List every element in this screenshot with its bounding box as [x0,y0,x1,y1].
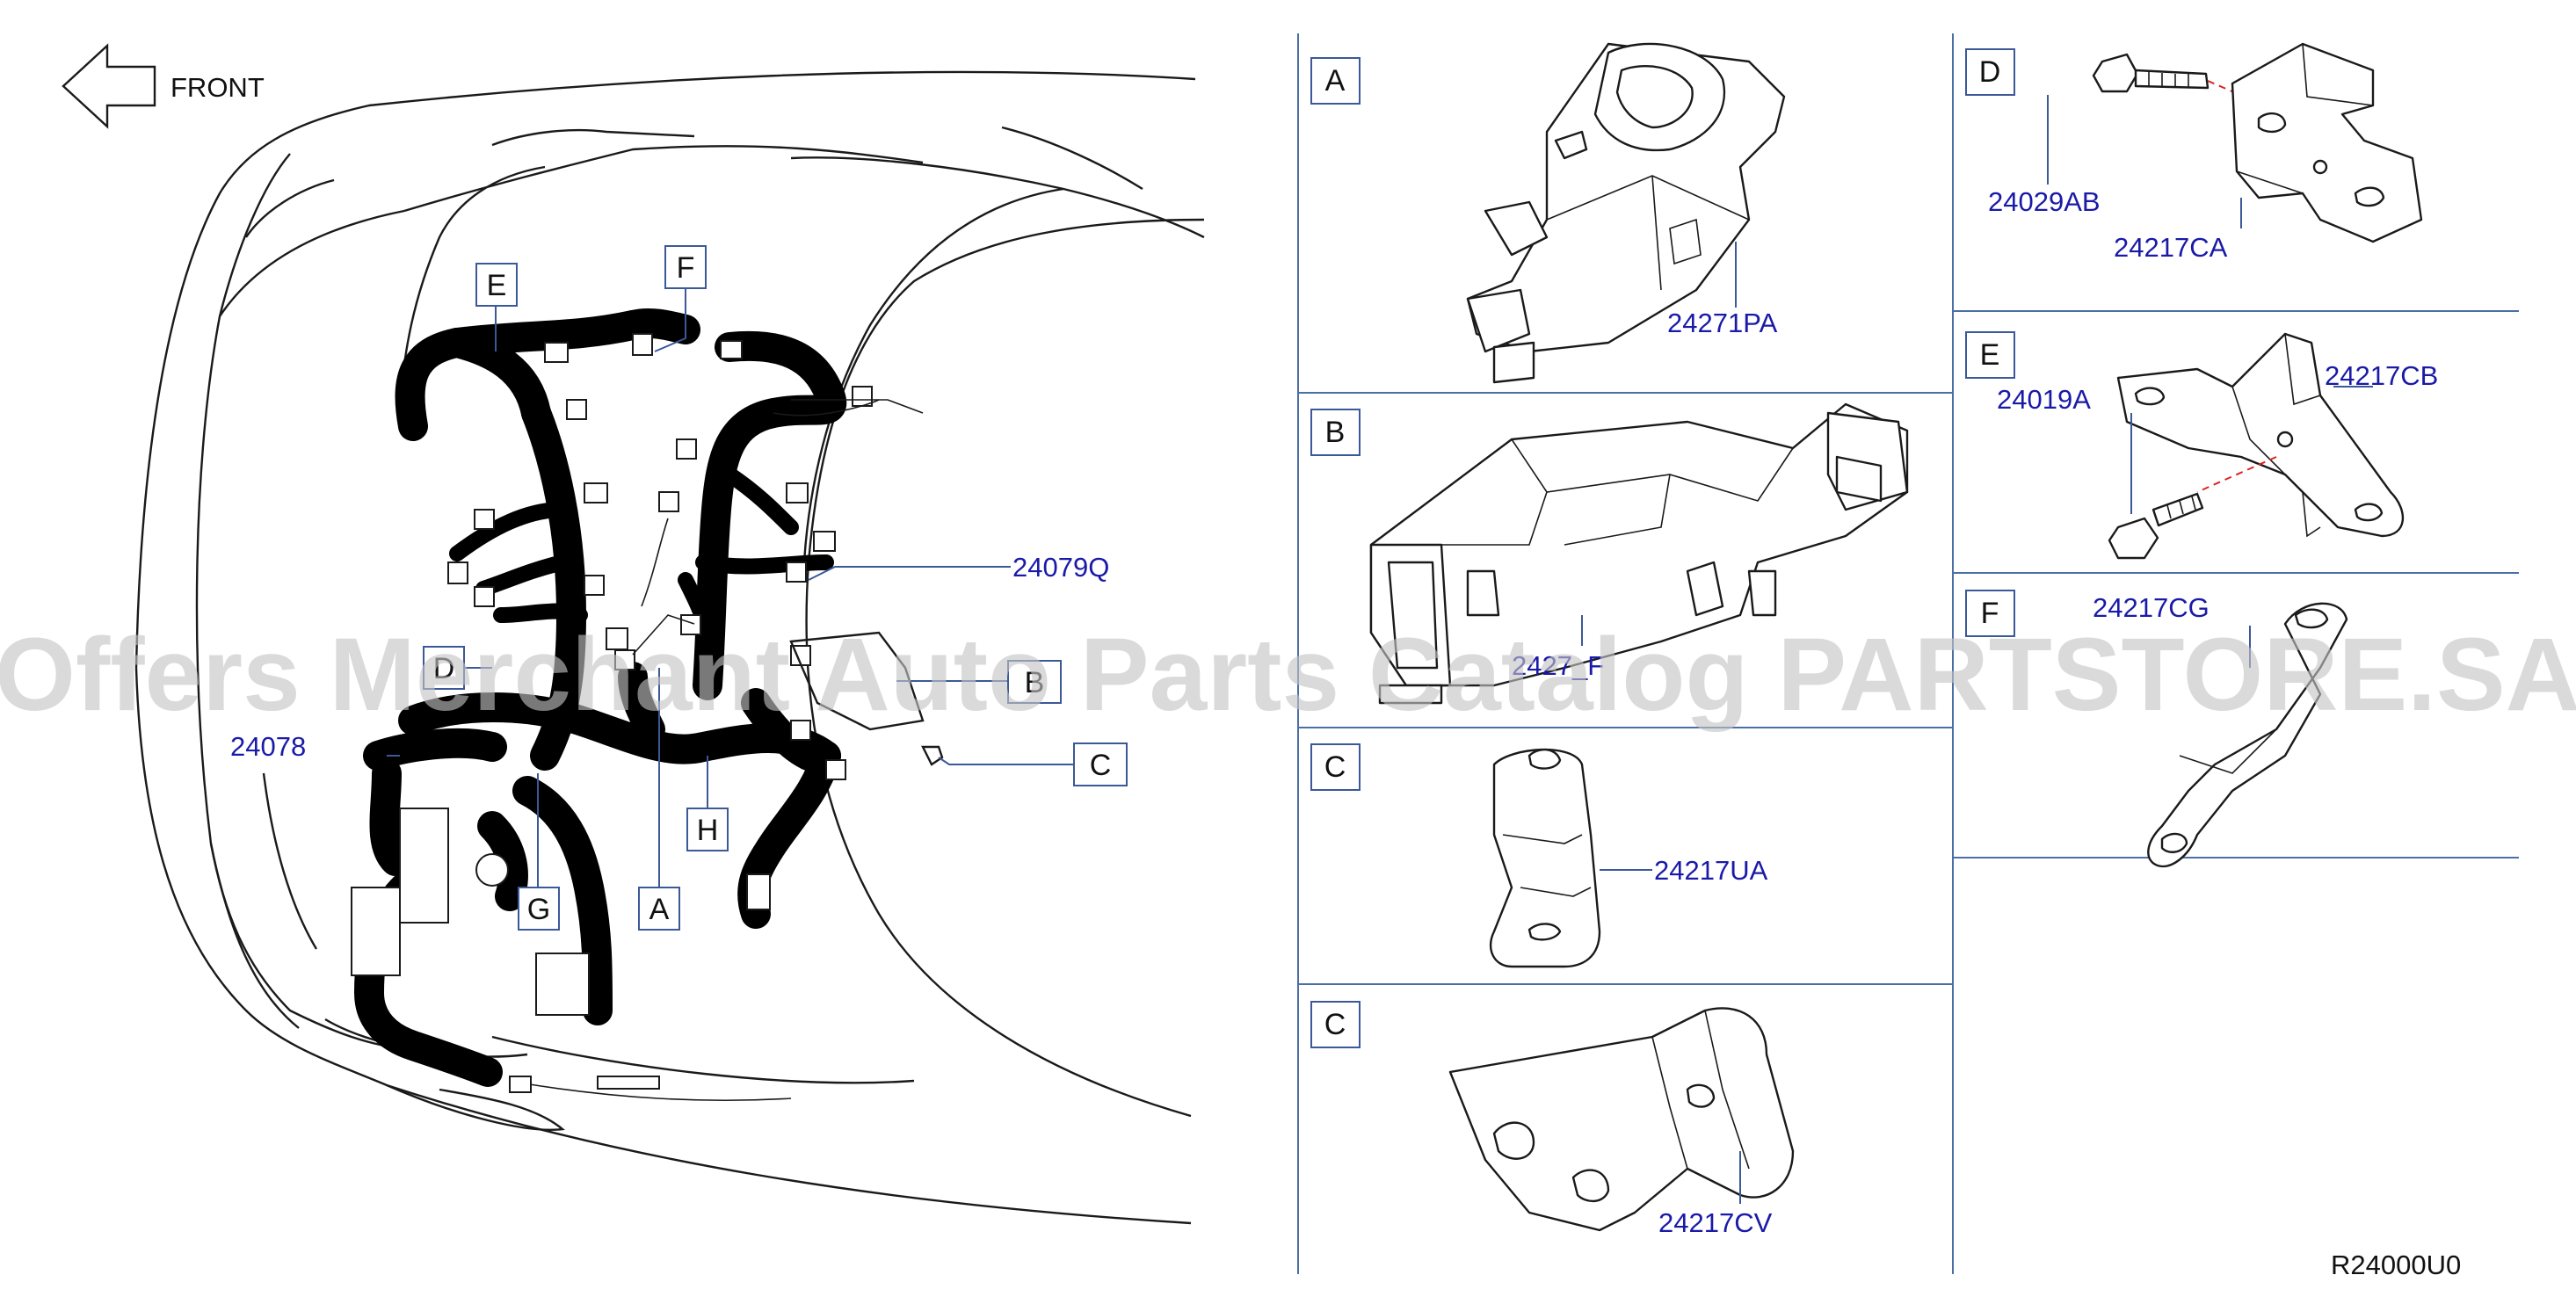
panel-b-letter: B [1325,416,1346,449]
panel-c2: C 24217CV [1310,1001,1795,1238]
callout-b: B [1025,666,1045,699]
part-24271PA[interactable]: 24271PA [1667,308,1778,338]
watermark: Offers Merchant Auto Parts Catalog PARTS… [0,617,2576,733]
callout-box-a[interactable] [638,887,680,931]
callout-box-f[interactable] [664,245,707,289]
panel-e-label-box [1965,331,2015,379]
vehicle-outline [134,70,1205,1225]
panel-c1-label-box [1310,743,1361,791]
part-illustration-24019A-bolt [2108,492,2204,560]
panel-a-letter: A [1325,64,1346,98]
part-2427-F[interactable]: 2427_F [1512,650,1604,681]
panel-b: B 2427_F [1310,402,1909,705]
part-24217CA[interactable]: 24217CA [2114,232,2228,263]
main-callouts: E F 24079Q D B 24078 C H G A [230,245,1128,931]
panel-e-letter: E [1980,338,2000,372]
panel-f: F 24217CG [1965,590,2348,868]
callout-h: H [697,814,719,847]
callout-box-d[interactable] [423,646,465,690]
part-illustration-24217UA [1489,748,1601,968]
callout-e: E [487,269,507,302]
callout-f: F [677,251,695,285]
callout-box-g[interactable] [518,887,560,931]
part-24217CB[interactable]: 24217CB [2325,360,2438,391]
diagram-code: R24000U0 [2331,1250,2461,1280]
front-label: FRONT [171,72,265,103]
part-illustration-24217CA-bracket [2231,42,2423,243]
callout-box-c-main[interactable] [1073,743,1128,786]
part-illustration-24217CV [1448,1007,1795,1232]
part-24217UA[interactable]: 24217UA [1654,855,1768,886]
panel-a: A 24271PA [1310,42,1786,384]
part-24078[interactable]: 24078 [230,731,306,762]
part-illustration-24271PA [1466,42,1786,384]
part-24217CG[interactable]: 24217CG [2093,592,2210,623]
callout-d: D [433,652,455,685]
panel-d-letter: D [1979,55,2001,89]
callout-g: G [527,893,550,926]
front-arrow-icon [62,43,156,129]
panel-c1-letter: C [1324,750,1346,784]
part-24019A[interactable]: 24019A [1997,384,2091,415]
callout-box-b[interactable] [1007,660,1062,704]
callout-box-e[interactable] [475,263,518,307]
callout-box-h[interactable] [686,808,729,851]
part-illustration-24217CB-bracket [2116,332,2404,538]
part-24217CV[interactable]: 24217CV [1658,1207,1773,1238]
panel-f-label-box [1965,590,2015,637]
panel-d-label-box [1965,48,2015,96]
panel-f-letter: F [1981,597,1999,630]
part-24029AB[interactable]: 24029AB [1988,186,2101,217]
panel-e: E 24217CB 24019A [1965,331,2438,560]
callout-c-main: C [1090,749,1112,782]
harness-24078 [354,308,847,1087]
panel-b-label-box [1310,409,1361,456]
panel-grid [1297,33,2519,1274]
part-24079Q[interactable]: 24079Q [1012,552,1109,583]
front-indicator: FRONT [62,43,265,129]
callout-a: A [649,893,670,926]
part-illustration-2427-F [1369,402,1909,705]
harness-connectors [351,333,944,1093]
part-illustration-24029AB-bolt [2092,53,2210,93]
panel-d: D 24029AB 24217CA [1965,42,2423,263]
panel-c2-letter: C [1324,1008,1346,1041]
panel-c1: C 24217UA [1310,743,1768,968]
panel-c2-label-box [1310,1001,1361,1048]
panel-a-label-box [1310,57,1361,105]
part-illustration-24217CG [2147,602,2348,868]
